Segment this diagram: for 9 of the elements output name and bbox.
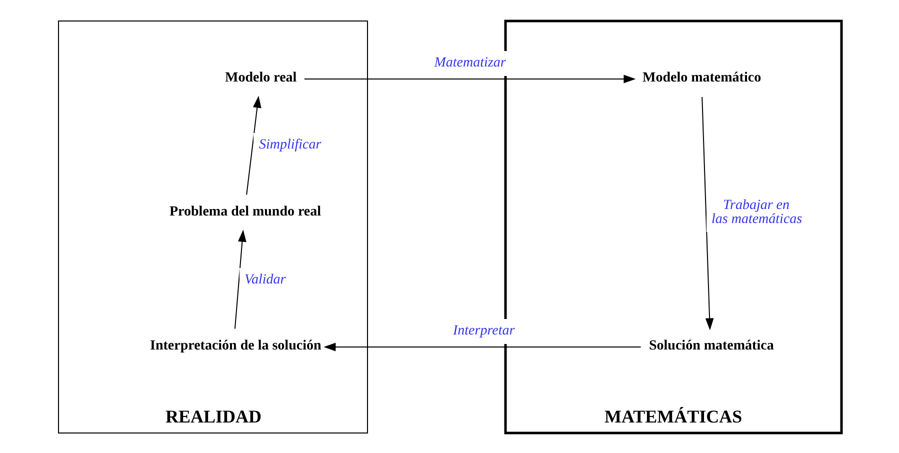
node-text: Modelo real xyxy=(224,70,296,86)
node-text: Modelo matemático xyxy=(642,70,761,86)
edge-label: Matematizar xyxy=(434,55,506,70)
node-text: Interpretación de la solución xyxy=(150,338,321,354)
edge-label: Validar xyxy=(244,272,286,288)
node-text: Problema del mundo real xyxy=(169,204,321,220)
node-text: Solución matemática xyxy=(648,338,774,354)
edge-label: Trabajar en las matemáticas xyxy=(711,198,802,227)
edge-label: Simplificar xyxy=(258,137,321,152)
